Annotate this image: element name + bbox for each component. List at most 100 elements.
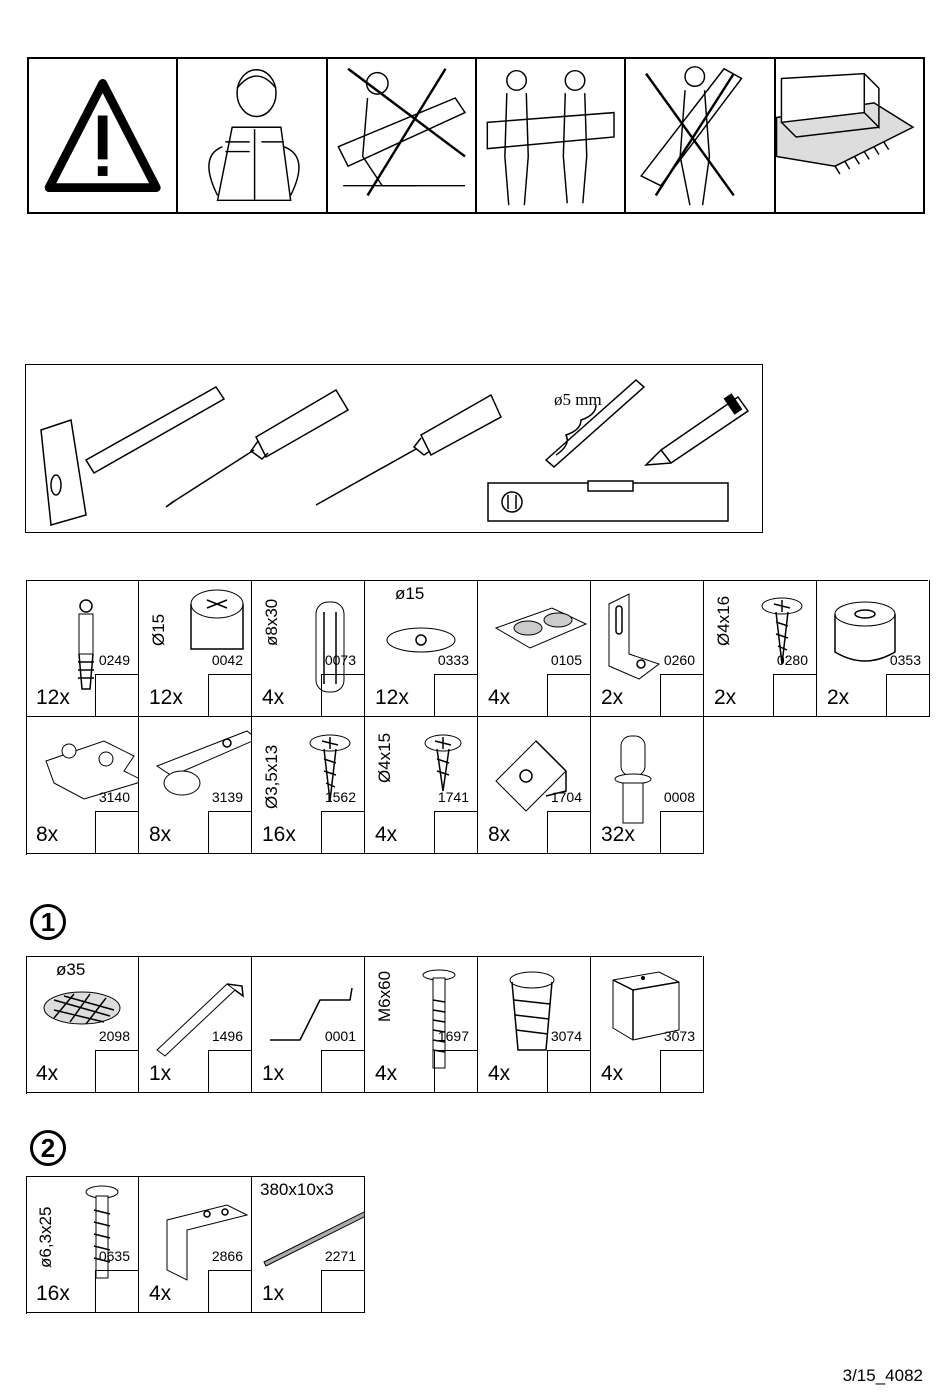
warnings-strip: [27, 57, 925, 214]
part-code: 0280: [776, 652, 808, 668]
wood-screw-icon: [309, 734, 351, 802]
corner-block-icon: [495, 740, 567, 812]
cam-bolt-icon: [78, 599, 94, 690]
part-checkbox[interactable]: [95, 1050, 138, 1092]
part-dimension: Ø15: [149, 613, 168, 646]
part-checkbox[interactable]: [321, 1050, 364, 1092]
crank-wrench-icon: [270, 987, 353, 1041]
cover-cap-icon: [386, 627, 456, 653]
hex-key-icon: [156, 983, 244, 1057]
part-checkbox[interactable]: [208, 1050, 251, 1092]
felt-pad-icon: [494, 607, 588, 649]
part-code: 0333: [437, 652, 469, 668]
one-person-carry-prohibited-icon: [640, 66, 743, 206]
part-code: 1697: [437, 1028, 469, 1044]
metal-strip-icon: [263, 1211, 364, 1267]
part-code: 0249: [98, 652, 130, 668]
part-cell: 0280 2x Ø4x16: [704, 580, 817, 717]
part-quantity: 2x: [714, 686, 737, 709]
part-checkbox[interactable]: [886, 674, 929, 716]
part-cell: 0353 2x: [817, 580, 930, 717]
part-cell: 0008 32x: [591, 717, 704, 854]
part-quantity: 1x: [149, 1062, 172, 1085]
part-dimension: Ø4x16: [714, 595, 733, 646]
spirit-level-icon: [487, 480, 729, 522]
part-checkbox[interactable]: [321, 674, 364, 716]
part-checkbox[interactable]: [95, 811, 138, 853]
part-code: 3140: [98, 789, 130, 805]
part-dimension: ø8x30: [262, 598, 281, 646]
part-quantity: 2x: [827, 686, 850, 709]
part-checkbox[interactable]: [95, 1270, 138, 1312]
page-footer-code: 3/15_4082: [842, 1366, 923, 1385]
spacer-ring-icon: [834, 601, 896, 662]
tools-box: ø5 mm: [25, 364, 763, 533]
part-checkbox[interactable]: [321, 811, 364, 853]
part-checkbox[interactable]: [434, 674, 477, 716]
part-checkbox[interactable]: [208, 1270, 251, 1312]
part-quantity: 1x: [262, 1062, 285, 1085]
part-quantity: 32x: [601, 823, 635, 846]
part-checkbox[interactable]: [547, 1050, 590, 1092]
part-quantity: 1x: [262, 1282, 285, 1305]
part-dimension: 380x10x3: [260, 1180, 334, 1199]
part-checkbox[interactable]: [660, 674, 703, 716]
part-checkbox[interactable]: [95, 674, 138, 716]
part-quantity: 16x: [262, 823, 296, 846]
round-pad-icon: [43, 991, 121, 1025]
part-checkbox[interactable]: [434, 811, 477, 853]
part-dimension: Ø3,5x13: [262, 744, 281, 809]
part-quantity: 8x: [149, 823, 172, 846]
part-checkbox[interactable]: [434, 1050, 477, 1092]
part-checkbox[interactable]: [660, 811, 703, 853]
part-quantity: 4x: [36, 1062, 59, 1085]
part-checkbox[interactable]: [773, 674, 816, 716]
part-code: 0008: [663, 789, 695, 805]
part-code: 0635: [98, 1248, 130, 1264]
awl-icon: [315, 393, 502, 506]
wood-screw-icon: [761, 597, 803, 665]
part-checkbox[interactable]: [208, 674, 251, 716]
part-code: 0353: [889, 652, 921, 668]
part-checkbox[interactable]: [660, 1050, 703, 1092]
part-checkbox[interactable]: [208, 811, 251, 853]
one-person-carry-prohibited-panel: [626, 59, 776, 212]
two-person-lift-panel: [477, 59, 627, 212]
part-quantity: 4x: [375, 1062, 398, 1085]
part-quantity: 8x: [36, 823, 59, 846]
hinge-icon: [155, 730, 251, 796]
part-dimension: M6x60: [375, 970, 394, 1022]
part-code: 0042: [211, 652, 243, 668]
part-checkbox[interactable]: [321, 1270, 364, 1312]
pencil-icon: [644, 393, 750, 466]
part-quantity: 8x: [488, 823, 511, 846]
drill-size-label: ø5 mm: [554, 390, 602, 409]
drill-bit-icon: [544, 379, 646, 468]
part-quantity: 4x: [601, 1062, 624, 1085]
warning-panel: [29, 59, 179, 212]
part-checkbox[interactable]: [547, 811, 590, 853]
part-dimension: Ø4x15: [375, 732, 394, 783]
hammer-icon: [40, 386, 226, 526]
part-cell: 1697 4x M6x60: [365, 956, 478, 1093]
flange-screw-icon: [424, 734, 462, 792]
part-checkbox[interactable]: [547, 674, 590, 716]
two-person-lift-icon: [486, 69, 615, 206]
wooden-dowel-icon: [315, 601, 345, 693]
